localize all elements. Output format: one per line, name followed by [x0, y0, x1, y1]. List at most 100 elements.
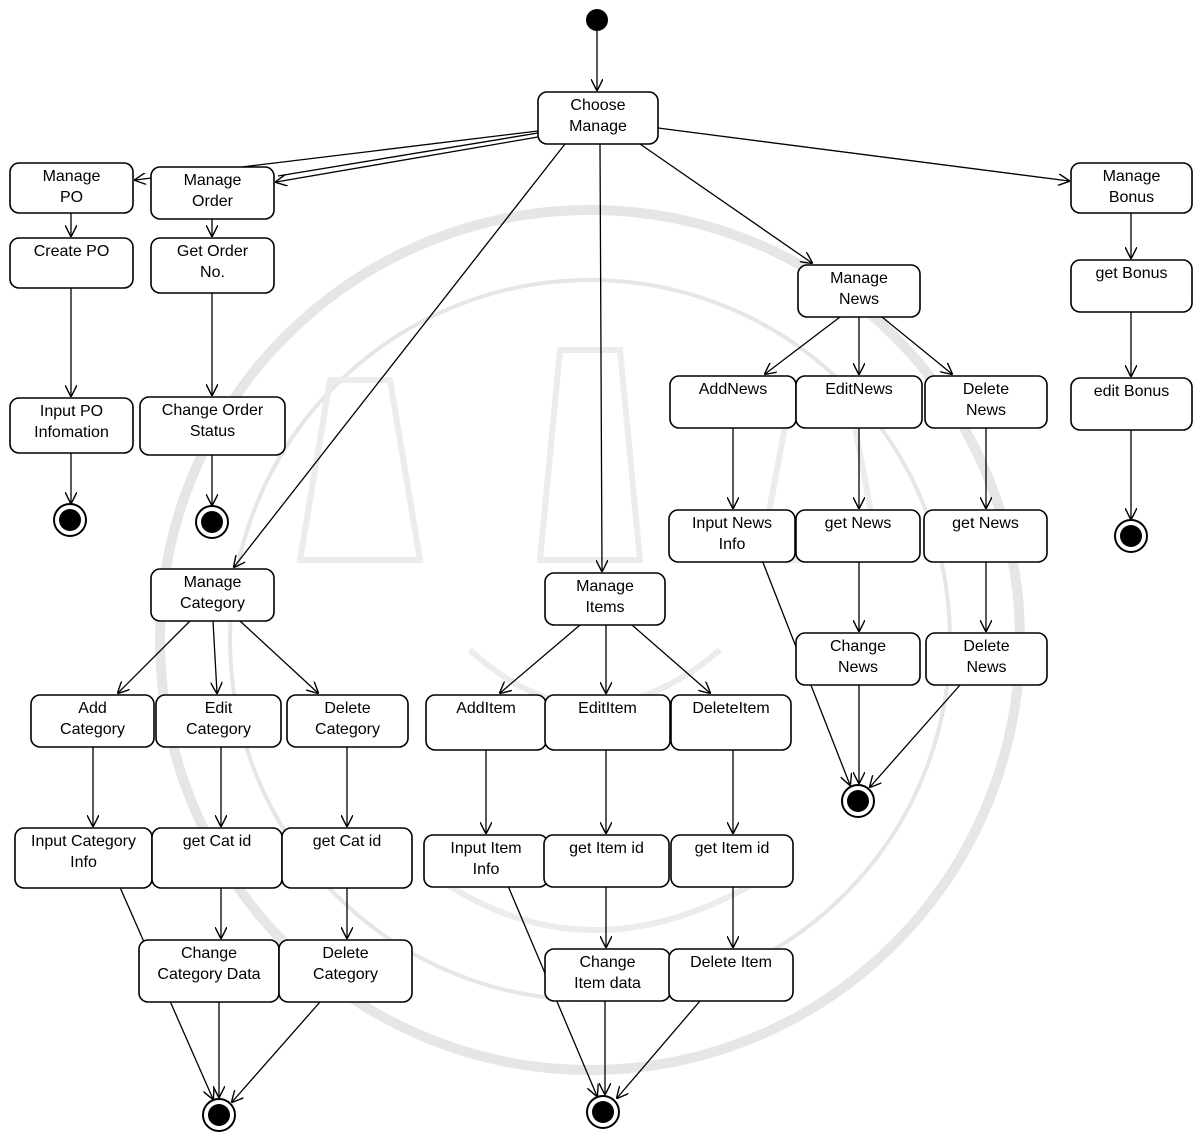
- activity-add-news: AddNews: [669, 375, 797, 429]
- activity-label: Manage: [1103, 168, 1161, 185]
- activity-del-item2: Delete Item: [668, 948, 794, 1002]
- activity-label: Info: [473, 861, 500, 878]
- edge-choose-to-manage-order-secondary: [277, 132, 539, 177]
- activity-label: EditItem: [578, 700, 637, 717]
- final-node-cat: [202, 1098, 236, 1132]
- activity-label: News: [966, 402, 1006, 419]
- activity-label: Delete: [963, 381, 1009, 398]
- activity-label: Change: [830, 638, 886, 655]
- activity-label: get Bonus: [1095, 265, 1167, 282]
- activity-label: EditNews: [825, 381, 893, 398]
- activity-label: edit Bonus: [1094, 383, 1170, 400]
- activity-label: Manage: [830, 270, 888, 287]
- activity-label: get News: [952, 515, 1019, 532]
- activity-label: Items: [585, 599, 624, 616]
- activity-label: Status: [190, 423, 235, 440]
- activity-label: Manage: [184, 172, 242, 189]
- activity-get-cat1: get Cat id: [151, 827, 283, 889]
- edge-manage_items-to-add_item: [500, 624, 581, 693]
- activity-label: get Item id: [569, 840, 644, 857]
- activity-label: Change: [579, 954, 635, 971]
- activity-label: Info: [70, 854, 97, 871]
- activity-label: AddNews: [699, 381, 767, 398]
- edge-manage_news-to-del_news: [881, 316, 952, 374]
- activity-label: Change Order: [162, 402, 264, 419]
- edge-choose-to-manage_bonus: [657, 127, 1069, 181]
- activity-get-cat2: get Cat id: [281, 827, 413, 889]
- activity-label: Delete: [324, 700, 370, 717]
- activity-label: Category Data: [157, 966, 260, 983]
- edge-manage_cat-to-edit_cat: [213, 620, 217, 693]
- edge-choose-to-manage_order: [276, 136, 539, 182]
- activity-label: Category: [60, 721, 125, 738]
- activity-label: Add: [78, 700, 106, 717]
- final-node-news: [841, 784, 875, 818]
- activity-label: Delete Item: [690, 954, 772, 971]
- activity-label: Manage: [43, 168, 101, 185]
- activity-label: Get Order: [177, 243, 249, 260]
- activity-label: Category: [186, 721, 251, 738]
- edge-del_news2-to-end_news: [870, 684, 961, 787]
- activity-label: AddItem: [456, 700, 516, 717]
- edge-manage_news-to-add_news: [765, 316, 841, 374]
- edge-manage_cat-to-del_cat: [239, 620, 318, 693]
- activity-label: Create PO: [34, 243, 110, 260]
- activity-label: News: [839, 291, 879, 308]
- edge-choose-to-manage_news: [639, 143, 812, 263]
- activity-label: DeleteItem: [692, 700, 769, 717]
- activity-label: Delete: [963, 638, 1009, 655]
- final-node-order: [195, 505, 229, 539]
- activity-label: Category: [315, 721, 380, 738]
- edge-choose-to-manage_items: [600, 143, 602, 571]
- activity-label: News: [966, 659, 1006, 676]
- edge-del_cat2-to-end_cat: [232, 1001, 321, 1102]
- activity-get-news1: get News: [795, 509, 921, 563]
- edge-manage_cat-to-add_cat: [118, 620, 191, 693]
- edge-choose-to-manage_cat: [234, 143, 566, 567]
- activity-label: Manage: [576, 578, 634, 595]
- activity-label: Infomation: [34, 424, 109, 441]
- activity-label: get Cat id: [313, 833, 381, 850]
- activity-label: Delete: [322, 945, 368, 962]
- edge-manage_items-to-del_item: [631, 624, 710, 693]
- activity-label: Item data: [574, 975, 641, 992]
- activity-label: Edit: [205, 700, 233, 717]
- activity-label: Order: [192, 193, 234, 210]
- edge-del_item2-to-end_item: [617, 1000, 701, 1098]
- activity-label: Manage: [184, 574, 242, 591]
- activity-label: No.: [200, 264, 225, 281]
- final-node-bonus: [1114, 519, 1148, 553]
- activity-label: PO: [60, 189, 83, 206]
- activity-add-item: AddItem: [425, 694, 547, 751]
- activity-label: get Cat id: [183, 833, 251, 850]
- activity-label: Input Item: [450, 840, 521, 857]
- activity-label: Choose: [570, 97, 625, 114]
- final-node-po: [53, 503, 87, 537]
- activity-edit-bonus: edit Bonus: [1070, 377, 1193, 431]
- activity-label: Category: [313, 966, 378, 983]
- activity-create-po: Create PO: [9, 237, 134, 289]
- activity-label: Change: [181, 945, 237, 962]
- activity-get-item2: get Item id: [670, 834, 794, 888]
- activity-get-item1: get Item id: [543, 834, 670, 888]
- activity-del-item: DeleteItem: [670, 694, 792, 751]
